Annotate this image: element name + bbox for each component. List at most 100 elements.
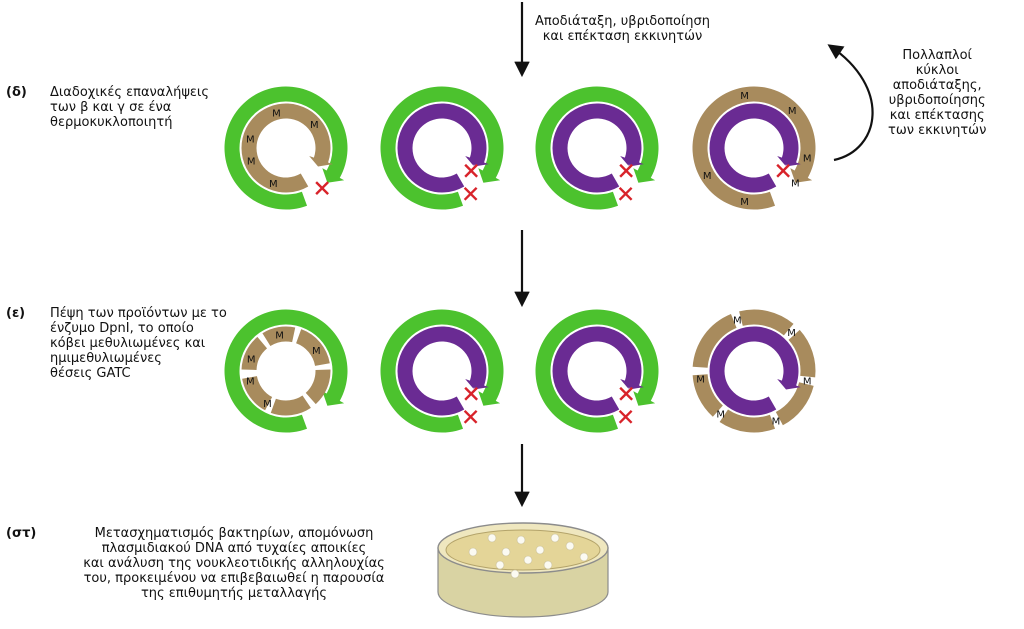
- top-note-line-1: Αποδιάταξη, υβριδοποίηση: [535, 14, 711, 29]
- mutation-mark-2-stroke-b: [463, 186, 478, 201]
- colony-11: [579, 552, 589, 562]
- methyl-mark-inner-1: M: [247, 354, 256, 365]
- step-d-line-2: των β και γ σε ένα: [50, 100, 172, 115]
- inner-fragment-3: [296, 329, 330, 366]
- mutation-mark-1: [619, 163, 634, 178]
- outer-fragment-2: [739, 309, 794, 336]
- plasmid-2: [380, 86, 504, 210]
- mutation-mark-1-stroke-b: [464, 163, 479, 178]
- mutation-mark-1: [464, 163, 479, 178]
- mutation-mark-1-stroke-b: [776, 163, 791, 178]
- step-st-line-2: πλασμιδιακού DNA από τυχαίες αποικίες: [101, 541, 367, 556]
- colony-8: [523, 555, 533, 565]
- inner-strand: [552, 103, 644, 193]
- mutation-mark-1: [619, 386, 634, 401]
- step-e-line-5: θέσεις GATC: [50, 366, 131, 381]
- petri-dish-agar: [445, 529, 601, 571]
- outer-fragment-4: [775, 382, 814, 426]
- inner-fragment-4: [305, 369, 331, 405]
- colony-12: [510, 569, 520, 579]
- step-st-line-4: του, προκειμένου να επιβεβαιωθεί η παρου…: [83, 571, 385, 586]
- methyl-mark-outer-6: M: [696, 375, 705, 386]
- inner-fragment-1: [241, 336, 268, 370]
- step-e-label: (ε): [6, 306, 26, 321]
- mutation-mark-1-stroke-b: [315, 181, 329, 195]
- methyl-mark-outer-2: M: [787, 328, 796, 339]
- methyl-mark-outer-3: M: [803, 376, 812, 387]
- methyl-mark-outer-4: M: [772, 416, 781, 427]
- colony-1: [487, 533, 497, 543]
- mutation-mark-1: [776, 163, 791, 178]
- mutation-mark-1-stroke-b: [619, 386, 634, 401]
- methyl-mark-inner-4: M: [247, 157, 256, 168]
- mutation-mark-2-stroke-b: [618, 186, 633, 201]
- methyl-mark-inner-2: M: [272, 108, 281, 119]
- step-e-line-4: ημιμεθυλιωμένες: [50, 351, 162, 366]
- mutation-mark-1: [464, 386, 479, 401]
- side-note-line-3: αποδιάταξης,: [892, 78, 982, 93]
- plasmid-6: [380, 309, 504, 433]
- side-note-line-6: των εκκινητών: [888, 123, 987, 138]
- inner-fragment-2: [262, 326, 296, 346]
- colony-group: [468, 533, 589, 579]
- mutation-mark-2: [463, 409, 478, 424]
- plasmid-1: M M M M M: [224, 86, 348, 210]
- petri-dish: [437, 522, 609, 618]
- methyl-mark-inner-1: M: [246, 134, 255, 145]
- plasmid-3: [535, 86, 659, 210]
- step-st-line-5: της επιθυμητής μεταλλαγής: [140, 586, 328, 601]
- methyl-mark-outer-4: M: [791, 179, 800, 190]
- inner-strand: [241, 103, 333, 193]
- step-st-line-3: και ανάλυση της νουκλεοτιδικής αλληλουχί…: [83, 556, 385, 571]
- outer-fragment-1: [692, 313, 737, 368]
- colony-7: [495, 560, 505, 570]
- colony-4: [535, 545, 545, 555]
- colony-10: [468, 547, 478, 557]
- step-e-line-1: Πέψη των προϊόντων με το: [50, 306, 227, 321]
- step-st-text: Μετασχηματισμός βακτηρίων, απομόνωση πλα…: [44, 526, 424, 601]
- step-d-text: Διαδοχικές επαναλήψεις των β και γ σε έν…: [50, 85, 209, 130]
- plasmid-8: M M M M M M: [692, 309, 816, 433]
- step-e-line-3: κόβει μεθυλιωμένες και: [50, 336, 206, 351]
- step-d-label: (δ): [6, 85, 27, 100]
- side-note: Πολλαπλοί κύκλοι αποδιάταξης, υβριδοποίη…: [888, 48, 986, 138]
- methyl-mark-inner-3: M: [310, 120, 319, 131]
- top-note: Αποδιάταξη, υβριδοποίηση και επέκταση εκ…: [535, 14, 710, 44]
- side-note-line-4: υβριδοποίησης: [888, 93, 986, 108]
- methyl-mark-outer-6: M: [703, 171, 712, 182]
- colony-5: [550, 533, 560, 543]
- inner-fragment-6: [242, 376, 273, 411]
- inner-fragment-5: [270, 395, 311, 416]
- colony-3: [516, 535, 526, 545]
- colony-9: [543, 560, 553, 570]
- top-note-line-2: και επέκταση εκκινητών: [542, 29, 703, 44]
- side-note-line-2: κύκλοι: [915, 63, 959, 78]
- methyl-mark-outer-1: M: [740, 91, 749, 102]
- methyl-mark-inner-3: M: [312, 346, 321, 357]
- inner-strand: [397, 326, 489, 416]
- mutation-mark-2-stroke-b: [618, 409, 633, 424]
- mutation-mark-1: [315, 181, 329, 195]
- methyl-mark-inner-5: M: [269, 179, 278, 190]
- outer-fragment-3: [788, 329, 816, 378]
- step-e-text: Πέψη των προϊόντων με το ένζυμο DpnI, το…: [50, 306, 227, 381]
- inner-strand: [397, 103, 489, 193]
- methyl-mark-outer-1: M: [733, 316, 742, 327]
- inner-strand: [709, 103, 801, 193]
- outer-fragment-5: [719, 409, 776, 433]
- colony-2: [501, 547, 511, 557]
- step-d-line-3: θερμοκυκλοποιητή: [50, 115, 173, 130]
- methyl-mark-inner-2: M: [275, 331, 284, 342]
- methyl-mark-outer-5: M: [740, 197, 749, 208]
- plasmid-7: [535, 309, 659, 433]
- mutation-mark-1-stroke-b: [619, 163, 634, 178]
- outer-fragment-6: [692, 374, 723, 417]
- mutation-mark-1-stroke-b: [464, 386, 479, 401]
- mutation-mark-2-stroke-b: [463, 409, 478, 424]
- cycle-arrow: [827, 44, 874, 162]
- methyl-mark-outer-5: M: [716, 410, 725, 421]
